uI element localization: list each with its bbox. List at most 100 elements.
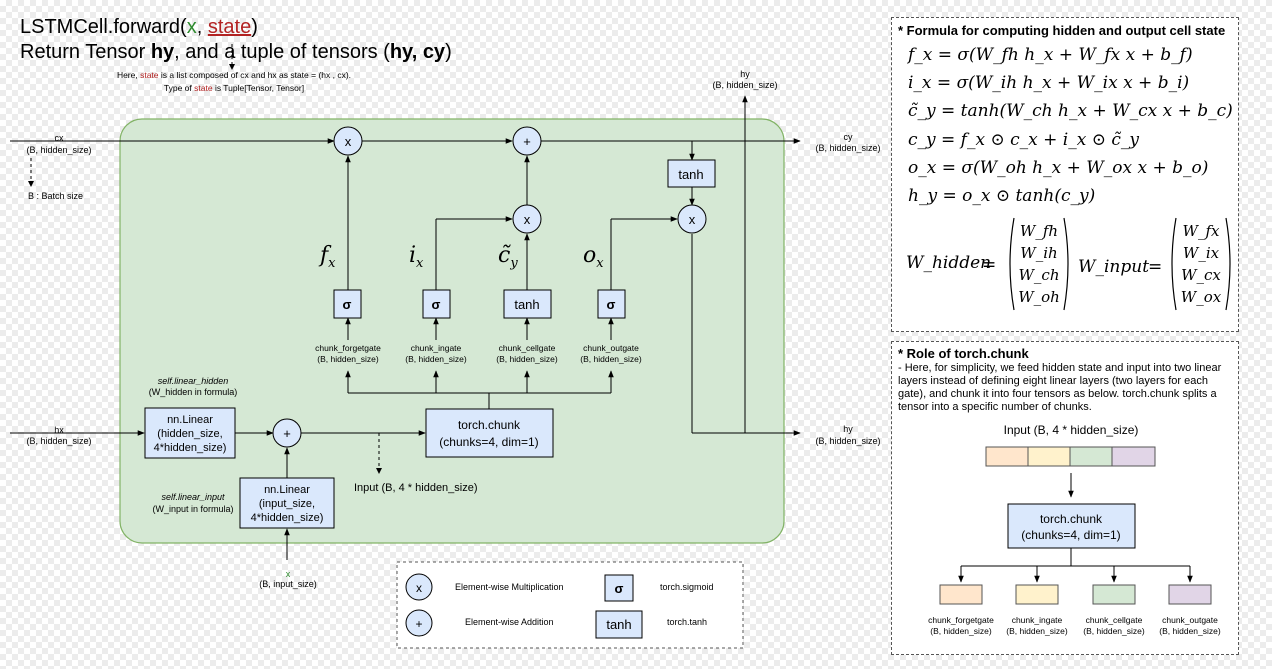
- output-chunk-forget: [939, 584, 983, 605]
- formula-panel-header: * Formula for computing hidden and outpu…: [898, 23, 1226, 38]
- linear-input-box: nn.Linear (input_size, 4*hidden_size): [239, 477, 335, 529]
- svg-text:(B, hidden_size): (B, hidden_size): [930, 626, 992, 636]
- legend-sigmoid-label: torch.sigmoid: [660, 582, 714, 592]
- svg-text:4*hidden_size): 4*hidden_size): [251, 512, 324, 524]
- chunk-panel-box: [1007, 503, 1136, 549]
- title-line1: LSTMCell.forward(x, state): [20, 16, 258, 38]
- chunk-ingate-shape: (B, hidden_size): [405, 354, 467, 364]
- formula-hidden: h_y = o_x ⊙ tanh(c_y): [908, 186, 1096, 206]
- svg-text:tanh: tanh: [514, 297, 539, 312]
- svg-text:chunk_forgetgate: chunk_forgetgate: [928, 615, 994, 625]
- multiply-op-forget: x: [333, 126, 363, 156]
- linear-input-desc: (W_input in formula): [152, 504, 233, 514]
- w-input-name: W_input: [1078, 257, 1150, 277]
- legend-add-label: Element-wise Addition: [465, 617, 554, 627]
- chunk-panel-description: - Here, for simplicity, we feed hidden s…: [898, 362, 1222, 413]
- x-input-label: x: [286, 569, 291, 579]
- svg-text:chunk_ingate: chunk_ingate: [1012, 615, 1063, 625]
- output-chunk-input: [1015, 584, 1059, 605]
- hy-right-shape-label: (B, hidden_size): [815, 436, 880, 446]
- formula-panel: * Formula for computing hidden and outpu…: [891, 17, 1239, 332]
- title-line2: Return Tensor hy, and a tuple of tensors…: [20, 41, 452, 63]
- svg-text:torch.chunk: torch.chunk: [1040, 512, 1103, 526]
- sigmoid-input-box: σ: [422, 289, 451, 319]
- w-hidden-name: W_hidden: [906, 253, 992, 273]
- w-input-matrix: W_fx W_ix W_cx W_ox: [1171, 217, 1231, 311]
- svg-text:σ: σ: [432, 297, 441, 312]
- svg-text:+: +: [283, 426, 291, 441]
- add-op-cell: +: [512, 126, 542, 156]
- svg-text:σ: σ: [615, 581, 624, 596]
- cx-shape-label: (B, hidden_size): [26, 145, 91, 155]
- hy-right-label: hy: [843, 424, 853, 434]
- batch-size-note: B : Batch size: [28, 191, 83, 201]
- linear-hidden-attr: self.linear_hidden: [158, 376, 229, 386]
- svg-text:(chunks=4, dim=1): (chunks=4, dim=1): [439, 435, 538, 449]
- cell-candidate-symbol: c̃y: [498, 243, 518, 271]
- hx-label: hx: [54, 425, 64, 435]
- svg-text:+: +: [415, 617, 422, 631]
- add-op-linear: +: [272, 418, 302, 448]
- svg-text:(B, hidden_size): (B, hidden_size): [1159, 626, 1221, 636]
- legend-tanh-icon: tanh: [595, 610, 643, 639]
- sigmoid-output-box: σ: [597, 289, 626, 319]
- legend-multiply-label: Element-wise Multiplication: [455, 582, 564, 592]
- svg-text:x: x: [416, 581, 422, 595]
- svg-text:tanh: tanh: [606, 617, 631, 632]
- svg-text:W_ox: W_ox: [1181, 288, 1222, 306]
- input-segment-output: [1111, 446, 1156, 467]
- linear-hidden-box: nn.Linear (hidden_size, 4*hidden_size): [144, 407, 236, 459]
- hx-shape-label: (B, hidden_size): [26, 436, 91, 446]
- cy-label: cy: [844, 132, 854, 142]
- svg-text:σ: σ: [607, 297, 616, 312]
- svg-text:(hidden_size,: (hidden_size,: [157, 428, 222, 440]
- chunk-forgetgate-label: chunk_forgetgate: [315, 343, 381, 353]
- cx-label: cx: [55, 133, 65, 143]
- torch-chunk-box: torch.chunk (chunks=4, dim=1): [425, 408, 554, 458]
- svg-text:(B, hidden_size): (B, hidden_size): [1083, 626, 1145, 636]
- svg-text:(B, hidden_size): (B, hidden_size): [1006, 626, 1068, 636]
- svg-text:W_fh: W_fh: [1020, 222, 1058, 240]
- chunk-role-panel: * Role of torch.chunk - Here, for simpli…: [891, 341, 1239, 655]
- chunk-input-label: Input (B, 4 * hidden_size): [1004, 423, 1139, 437]
- formula-cell-candidate: c̃_y = tanh(W_ch h_x + W_cx x + b_c): [908, 101, 1233, 121]
- hy-top-label: hy: [740, 69, 750, 79]
- svg-text:W_oh: W_oh: [1018, 288, 1060, 306]
- input-gate-symbol: ix: [409, 243, 424, 271]
- svg-text:torch.chunk: torch.chunk: [458, 418, 521, 432]
- formula-output: o_x = σ(W_oh h_x + W_ox x + b_o): [908, 158, 1209, 178]
- chunk-illustration: Input (B, 4 * hidden_size) torch.chunk (…: [928, 423, 1221, 636]
- svg-text:+: +: [523, 134, 531, 149]
- formula-input: i_x = σ(W_ih h_x + W_ix x + b_i): [908, 73, 1190, 93]
- x-shape-label: (B, input_size): [259, 579, 317, 589]
- chunk-cellgate-label: chunk_cellgate: [499, 343, 556, 353]
- chunk-cellgate-shape: (B, hidden_size): [496, 354, 558, 364]
- state-note-line2: Type of state is Tuple[Tensor, Tensor]: [164, 83, 304, 93]
- svg-text:x: x: [689, 212, 696, 227]
- hy-top-shape-label: (B, hidden_size): [712, 80, 777, 90]
- cy-shape-label: (B, hidden_size): [815, 143, 880, 153]
- svg-text:nn.Linear: nn.Linear: [167, 414, 213, 426]
- svg-text:σ: σ: [343, 297, 352, 312]
- legend-add-icon: +: [405, 609, 433, 637]
- input-segment-forget: [985, 446, 1029, 467]
- chunk-ingate-label: chunk_ingate: [411, 343, 462, 353]
- svg-text:(input_size,: (input_size,: [259, 498, 315, 510]
- svg-text:nn.Linear: nn.Linear: [264, 484, 310, 496]
- formula-forget: f_x = σ(W_fh h_x + W_fx x + b_f): [908, 45, 1193, 65]
- input-segment-cell: [1069, 446, 1113, 467]
- chunk-outgate-label: chunk_outgate: [583, 343, 639, 353]
- state-note-line1: Here, state is a list composed of cx and…: [117, 70, 351, 80]
- input-shape-label: Input (B, 4 * hidden_size): [354, 482, 478, 494]
- chunk-forgetgate-shape: (B, hidden_size): [317, 354, 379, 364]
- svg-text:chunk_cellgate: chunk_cellgate: [1086, 615, 1143, 625]
- svg-text:W_ch: W_ch: [1019, 266, 1060, 284]
- legend-box: [396, 561, 744, 649]
- output-gate-symbol: ox: [583, 243, 604, 271]
- w-hidden-matrix: W_fh W_ih W_ch W_oh: [1009, 217, 1069, 311]
- multiply-op-output: x: [677, 204, 707, 234]
- svg-text:W_ix: W_ix: [1183, 244, 1220, 262]
- svg-text:W_cx: W_cx: [1181, 266, 1221, 284]
- multiply-op-input: x: [512, 204, 542, 234]
